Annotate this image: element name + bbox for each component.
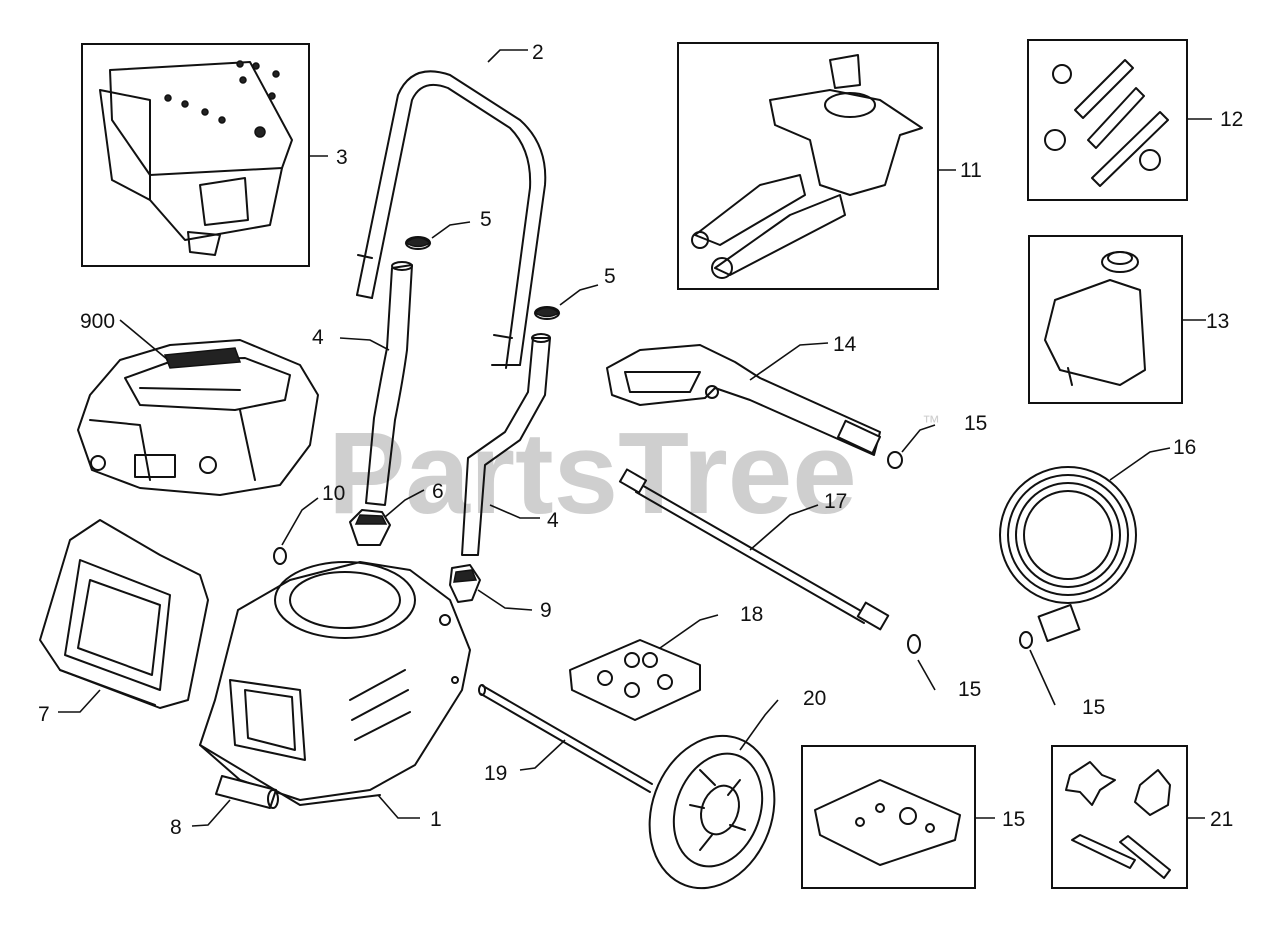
callout-11[interactable]: 11 [960, 159, 982, 182]
leader-14 [749, 342, 829, 381]
callout-16[interactable]: 16 [1173, 436, 1196, 459]
callout-9[interactable]: 9 [540, 599, 552, 622]
part-11-box [677, 42, 939, 290]
part-1-frame[interactable] [199, 561, 471, 806]
callout-1[interactable]: 1 [430, 808, 442, 831]
callout-15-gun[interactable]: 15 [964, 412, 987, 435]
callout-15-hose[interactable]: 15 [1082, 696, 1105, 719]
leader-15b [917, 659, 936, 691]
leader-5a [431, 221, 471, 239]
part-10-washer[interactable] [273, 547, 287, 565]
callout-21[interactable]: 21 [1210, 808, 1233, 831]
callout-900[interactable]: 900 [80, 310, 115, 333]
leader-900 [119, 319, 169, 361]
callout-18[interactable]: 18 [740, 603, 763, 626]
callout-7[interactable]: 7 [38, 703, 50, 726]
part-19-axle[interactable] [478, 684, 653, 793]
part-15-nozzle-plate[interactable] [801, 745, 976, 889]
part-3-control-panel[interactable] [81, 43, 310, 267]
part-11-pump[interactable] [677, 42, 939, 290]
callout-4-left[interactable]: 4 [312, 326, 324, 349]
part-9-bracket[interactable] [449, 564, 481, 603]
part-13-tank[interactable] [1028, 235, 1183, 404]
part-2-handle[interactable] [356, 70, 547, 369]
watermark-text: PartsTree [328, 408, 857, 538]
leader-6 [384, 489, 425, 518]
part-20-wheel[interactable] [629, 718, 795, 906]
part-21-knobs[interactable] [1051, 745, 1188, 889]
callout-2[interactable]: 2 [532, 41, 544, 64]
part-21-box [1051, 745, 1188, 889]
leader-1 [377, 794, 420, 819]
leader-4a [339, 337, 390, 351]
callout-15-wand[interactable]: 15 [958, 678, 981, 701]
leader-17 [749, 504, 819, 551]
callout-20[interactable]: 20 [803, 687, 826, 710]
leader-20 [739, 699, 779, 751]
part-5-cap-right[interactable] [533, 306, 561, 320]
callout-5-right[interactable]: 5 [604, 265, 616, 288]
callout-4-right[interactable]: 4 [547, 509, 559, 532]
leader-5b [559, 284, 599, 306]
callout-10[interactable]: 10 [322, 482, 345, 505]
watermark: PartsTree ™ [328, 408, 940, 538]
callout-15-plate[interactable]: 15 [1002, 808, 1025, 831]
leader-18 [659, 614, 719, 649]
part-7-shroud[interactable] [39, 519, 209, 709]
part-6-bracket[interactable] [349, 509, 391, 546]
callout-12[interactable]: 12 [1220, 108, 1243, 131]
part-4-left-lower-tube[interactable] [365, 261, 413, 506]
callout-5-left[interactable]: 5 [480, 208, 492, 231]
part-14-spray-gun[interactable] [606, 344, 882, 456]
leader-10 [281, 497, 319, 546]
callout-3[interactable]: 3 [336, 146, 348, 169]
part-17-wand[interactable] [618, 468, 890, 631]
leader-9 [477, 589, 533, 611]
part-16-hose[interactable] [999, 466, 1137, 643]
leader-2 [487, 49, 528, 63]
leader-15c [1029, 649, 1056, 706]
callout-19[interactable]: 19 [484, 762, 507, 785]
callout-14[interactable]: 14 [833, 333, 857, 356]
part-15-oring-hose[interactable] [1019, 631, 1033, 649]
leader-19 [519, 739, 566, 771]
callout-8[interactable]: 8 [170, 816, 182, 839]
part-15-oring-gun[interactable] [887, 451, 903, 469]
part-900-engine[interactable] [77, 339, 319, 496]
leader-15a [901, 424, 936, 453]
part-12-hardware[interactable] [1027, 39, 1188, 201]
callout-17[interactable]: 17 [824, 490, 847, 513]
part-15-oring-wand[interactable] [907, 634, 921, 654]
leader-4b [489, 504, 540, 519]
leader-8 [191, 799, 231, 827]
part-5-cap-left[interactable] [404, 236, 432, 250]
callout-13[interactable]: 13 [1206, 310, 1229, 333]
part-12-box [1027, 39, 1188, 201]
part-8-tube[interactable] [215, 775, 279, 809]
part-15-box [801, 745, 976, 889]
leader-16 [1109, 447, 1171, 481]
part-4-right-lower-tube[interactable] [461, 333, 551, 556]
part-18-nozzle-pack[interactable] [569, 639, 701, 721]
leader-7 [58, 689, 101, 713]
part-3-box [81, 43, 310, 267]
callout-6[interactable]: 6 [432, 480, 444, 503]
